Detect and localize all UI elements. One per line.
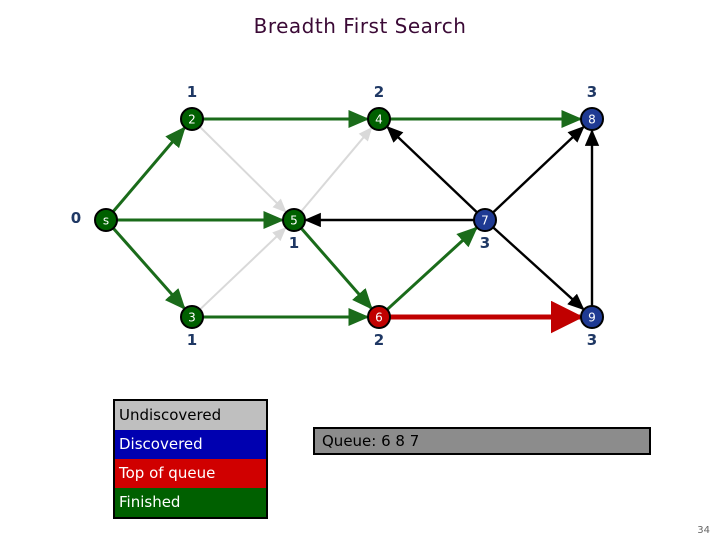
node-label-2: 2 (188, 113, 196, 127)
graph-edge-s-2 (111, 126, 186, 213)
graph-node-9[interactable]: 9 (580, 305, 604, 329)
node-circle-4 (367, 107, 391, 131)
node-distance-3: 1 (186, 331, 198, 349)
graph-edge-5-6 (300, 227, 373, 310)
edge-layer (111, 110, 600, 334)
node-circle-9 (580, 305, 604, 329)
graph-node-5[interactable]: 5 (282, 208, 306, 232)
page-number: 34 (697, 525, 710, 536)
node-circle-6 (367, 305, 391, 329)
graph-edge-7-9 (492, 226, 585, 311)
node-distance-8: 3 (586, 83, 598, 101)
graph-edge-7-4 (386, 125, 478, 214)
graph-node-3[interactable]: 3 (180, 305, 204, 329)
node-distance-7: 3 (479, 234, 491, 252)
graph-edge-7-8 (492, 125, 585, 214)
node-label-4: 4 (375, 113, 383, 127)
node-distance-2: 1 (186, 83, 198, 101)
legend-row-finished: Finished (115, 488, 266, 517)
node-distance-9: 3 (586, 331, 598, 349)
node-label-7: 7 (481, 214, 489, 228)
graph-node-7[interactable]: 7 (473, 208, 497, 232)
node-distance-s: 0 (70, 209, 82, 227)
node-label-6: 6 (375, 311, 383, 325)
node-circle-8 (580, 107, 604, 131)
node-distance-5: 1 (288, 234, 300, 252)
graph-node-s[interactable]: s (94, 208, 118, 232)
node-circle-s (94, 208, 118, 232)
graph-edge-2-5 (199, 126, 287, 213)
legend-row-top-of-queue: Top of queue (115, 459, 266, 488)
legend-row-undiscovered: Undiscovered (115, 401, 266, 430)
graph-edge-3-5 (199, 227, 287, 311)
graph-node-8[interactable]: 8 (580, 107, 604, 131)
node-label-8: 8 (588, 113, 596, 127)
node-circle-7 (473, 208, 497, 232)
graph-edge-6-7 (386, 226, 478, 311)
node-label-s: s (103, 214, 109, 228)
node-distance-6: 2 (373, 331, 385, 349)
graph-edge-5-4 (300, 126, 373, 213)
node-circle-5 (282, 208, 306, 232)
graph-edge-s-3 (112, 227, 186, 310)
legend-row-discovered: Discovered (115, 430, 266, 459)
node-label-3: 3 (188, 311, 196, 325)
node-circle-3 (180, 305, 204, 329)
node-layer: s 2 3 5 4 6 7 8 9 (94, 107, 604, 329)
legend: Undiscovered Discovered Top of queue Fin… (113, 399, 268, 519)
graph-node-4[interactable]: 4 (367, 107, 391, 131)
graph-node-6[interactable]: 6 (367, 305, 391, 329)
graph-node-2[interactable]: 2 (180, 107, 204, 131)
page-title: Breadth First Search (253, 14, 467, 38)
queue-status-bar: Queue: 6 8 7 (313, 427, 651, 455)
node-distance-4: 2 (373, 83, 385, 101)
node-label-9: 9 (588, 311, 596, 325)
node-label-5: 5 (290, 214, 298, 228)
node-circle-2 (180, 107, 204, 131)
